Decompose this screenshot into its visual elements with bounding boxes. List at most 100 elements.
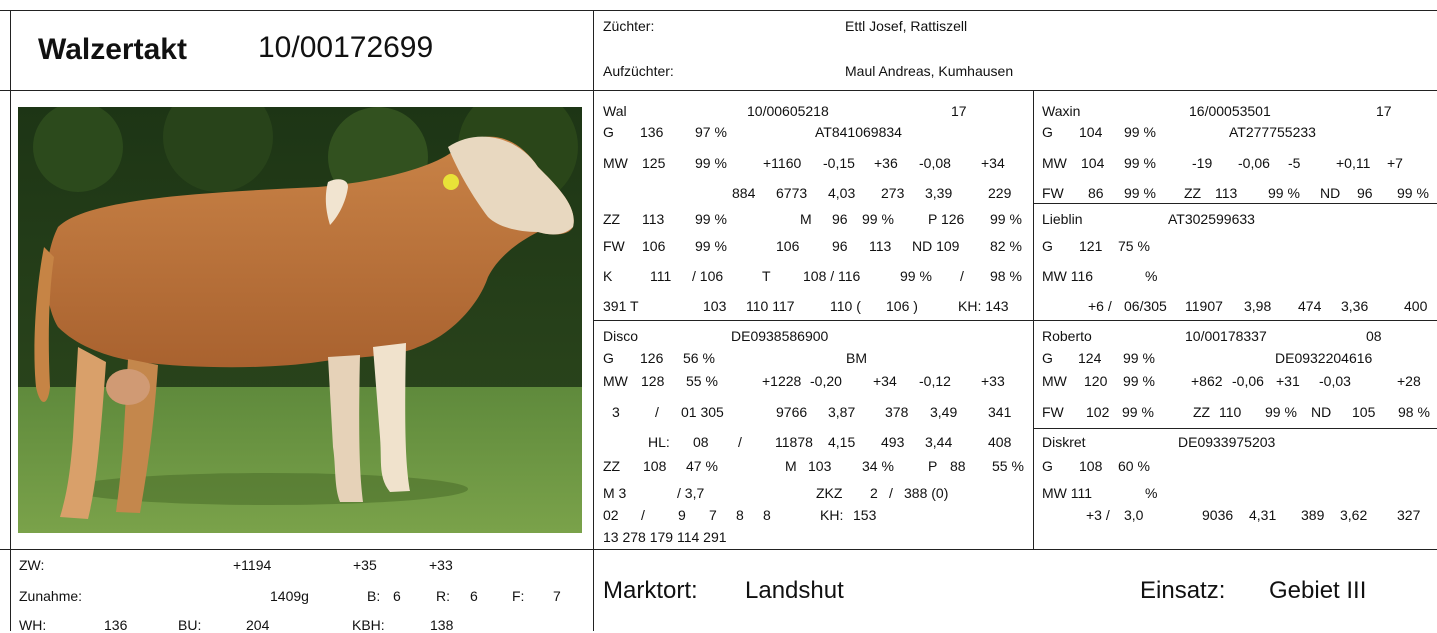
market-label: Marktort: xyxy=(603,577,698,604)
dam-g: G xyxy=(603,350,614,366)
mm-l-4: 4,31 xyxy=(1249,507,1277,523)
fm-g: G xyxy=(1042,238,1053,254)
dam-zkz-val: 2 xyxy=(870,485,878,501)
wh-label: WH: xyxy=(19,617,47,633)
mm-mw-pct: % xyxy=(1145,485,1158,501)
sire-k-val2: / 106 xyxy=(692,268,724,284)
dam-m: M xyxy=(785,458,797,474)
dam-r8-4: 7 xyxy=(709,507,717,523)
dam-m-pct: 34 % xyxy=(862,458,894,474)
dam-r8-5: 8 xyxy=(736,507,744,523)
dam-zz: ZZ xyxy=(603,458,621,474)
sire-l-2: 6773 xyxy=(776,185,808,201)
dam-mw-kg: +1228 xyxy=(762,373,802,389)
sire-g: G xyxy=(603,124,614,140)
dam-kh-val: 153 xyxy=(853,507,877,523)
mf-fw-val: 102 xyxy=(1086,404,1110,420)
dam-m3: M 3 xyxy=(603,485,627,501)
fm-l-1: +6 / xyxy=(1088,298,1112,314)
dam-mw-f: -0,20 xyxy=(810,373,842,389)
mf-mw-ekg: +28 xyxy=(1397,373,1421,389)
mm-l-5: 389 xyxy=(1301,507,1325,523)
mm-l-2: 3,0 xyxy=(1124,507,1144,523)
sire-k: K xyxy=(603,268,613,284)
zw-value-1: +1194 xyxy=(233,557,272,573)
sire-g-pct: 97 % xyxy=(695,124,727,140)
fm-g-val: 121 xyxy=(1079,238,1103,254)
ff-mw: MW xyxy=(1042,155,1067,171)
sire-l-3: 4,03 xyxy=(828,185,856,201)
ff-g-pct: 99 % xyxy=(1124,124,1156,140)
header-divider xyxy=(0,90,1437,91)
dam-name: Disco xyxy=(603,328,639,344)
mf-code: 08 xyxy=(1366,328,1382,344)
dam-m3-val: / 3,7 xyxy=(677,485,705,501)
dam-mw-e: -0,12 xyxy=(919,373,951,389)
ff-fw: FW xyxy=(1042,185,1064,201)
ff-mw-e: +0,11 xyxy=(1336,155,1371,171)
bull-name: Walzertakt xyxy=(38,33,187,66)
ff-fm-divider xyxy=(1034,203,1437,204)
b-value: 6 xyxy=(393,588,401,604)
sire-l-4: 273 xyxy=(881,185,905,201)
kbh-label: KBH: xyxy=(352,617,385,633)
ff-at: AT277755233 xyxy=(1229,124,1316,140)
dam-zz-pct: 47 % xyxy=(686,458,718,474)
dam-zkz-days: 388 (0) xyxy=(904,485,949,501)
sire-k-val: 111 xyxy=(650,268,672,284)
dam-l-7: 3,49 xyxy=(930,404,958,420)
mf-mw-f: -0,06 xyxy=(1232,373,1264,389)
mf-zz-pct: 99 % xyxy=(1265,404,1297,420)
sire-m-pct: 99 % xyxy=(862,211,894,227)
dam-l-6: 378 xyxy=(885,404,909,420)
sire-lr-1: 391 T xyxy=(603,298,639,314)
sire-zz-pct: 99 % xyxy=(695,211,727,227)
r-label: R: xyxy=(436,588,450,604)
sire-l-1: 884 xyxy=(732,185,756,201)
dam-hl-e: 3,44 xyxy=(925,434,953,450)
sire-name: Wal xyxy=(603,103,627,119)
fm-mw-pct: % xyxy=(1145,268,1158,284)
sire-id: 10/00605218 xyxy=(747,103,829,119)
pedigree-vertical-divider xyxy=(1033,90,1034,549)
sire-code: 17 xyxy=(951,103,967,119)
ff-fw-val: 86 xyxy=(1088,185,1104,201)
sire-fw-val: 106 xyxy=(642,238,666,254)
sire-zz-val: 113 xyxy=(642,211,665,227)
dam-mw-ekg: +33 xyxy=(981,373,1005,389)
dam-r8-2: / xyxy=(641,507,645,523)
sire-fw-c: 113 xyxy=(869,238,892,254)
dam-hl-kg: 11878 xyxy=(775,434,813,450)
mm-l-6: 3,62 xyxy=(1340,507,1368,523)
dam-zkz: ZKZ xyxy=(816,485,843,501)
mf-nd-pct: 98 % xyxy=(1398,404,1430,420)
ff-nd-pct: 99 % xyxy=(1397,185,1429,201)
dam-hl-ekg: 408 xyxy=(988,434,1012,450)
top-border xyxy=(0,10,1437,11)
mf-id: 10/00178337 xyxy=(1185,328,1267,344)
ff-mw-f: -0,06 xyxy=(1238,155,1270,171)
mf-nd-val: 105 xyxy=(1352,404,1376,420)
dam-l-2: / xyxy=(655,404,659,420)
sire-t-pct2: 98 % xyxy=(990,268,1022,284)
mf-fw-pct: 99 % xyxy=(1122,404,1154,420)
sire-l-6: 229 xyxy=(988,185,1012,201)
ff-fw-pct: 99 % xyxy=(1124,185,1156,201)
dam-p-val: 88 xyxy=(950,458,966,474)
sire-m-val: 96 xyxy=(832,211,848,227)
mm-l-7: 327 xyxy=(1397,507,1421,523)
sire-lr-3: 110 117 xyxy=(746,298,795,314)
raiser-value: Maul Andreas, Kumhausen xyxy=(845,63,1014,79)
sire-fw-pct: 99 % xyxy=(695,238,727,254)
sire-mw-pct: 99 % xyxy=(695,155,727,171)
fm-l-3: 11907 xyxy=(1185,298,1223,314)
ff-nd: ND xyxy=(1320,185,1341,201)
sire-p-pct: 99 % xyxy=(990,211,1022,227)
fm-l-6: 3,36 xyxy=(1341,298,1369,314)
sire-mw-val: 125 xyxy=(642,155,666,171)
mf-name: Roberto xyxy=(1042,328,1092,344)
dam-p: P xyxy=(928,458,938,474)
fm-l-5: 474 xyxy=(1298,298,1322,314)
mm-id: DE0933975203 xyxy=(1178,434,1276,450)
ff-zz-val: 113 xyxy=(1215,185,1238,201)
